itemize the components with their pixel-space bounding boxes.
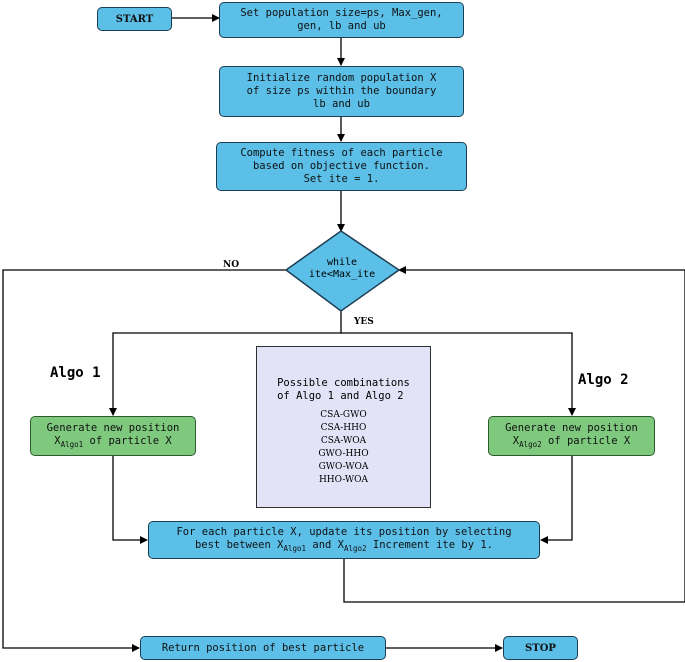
algo1-label: Algo 1 <box>50 365 101 381</box>
combination-item: CSA-HHO <box>320 423 367 433</box>
combinations-panel: Possible combinations of Algo 1 and Algo… <box>256 346 431 508</box>
update-position-node: For each particle X, update its position… <box>148 521 540 559</box>
combination-item: CSA-GWO <box>320 410 367 420</box>
stop-node: STOP <box>503 636 578 660</box>
initialize-population-node: Initialize random population X of size p… <box>219 66 464 117</box>
algo1-generate-node: Generate new position XAlgo1 of particle… <box>30 416 196 456</box>
while-decision-diamond <box>284 230 401 312</box>
algo2-generate-node: Generate new position XAlgo2 of particle… <box>488 416 655 456</box>
start-node: START <box>97 7 172 31</box>
combinations-title: Possible combinations of Algo 1 and Algo… <box>277 377 410 402</box>
combination-item: GWO-WOA <box>318 462 369 472</box>
set-parameters-node: Set population size=ps, Max_gen, gen, lb… <box>219 2 464 38</box>
arrow-algo2-to-update <box>540 456 573 544</box>
no-label: NO <box>223 260 240 270</box>
arrow-while-no <box>2 269 286 652</box>
arrow-while-yes-branches <box>109 311 342 416</box>
arrow-algo1-to-update <box>112 456 148 544</box>
combination-item: HHO-WOA <box>318 475 369 485</box>
yes-label: YES <box>354 317 374 327</box>
arrow-while-yes-algo2 <box>341 332 576 416</box>
combination-item: CSA-WOA <box>320 436 367 446</box>
return-best-node: Return position of best particle <box>140 636 386 660</box>
arrow-loop-back <box>343 266 685 603</box>
compute-fitness-node: Compute fitness of each particle based o… <box>216 142 467 191</box>
combination-item: GWO-HHO <box>318 449 369 459</box>
algo2-label: Algo 2 <box>578 372 629 388</box>
while-condition-text: while ite<Max_ite <box>308 257 376 280</box>
